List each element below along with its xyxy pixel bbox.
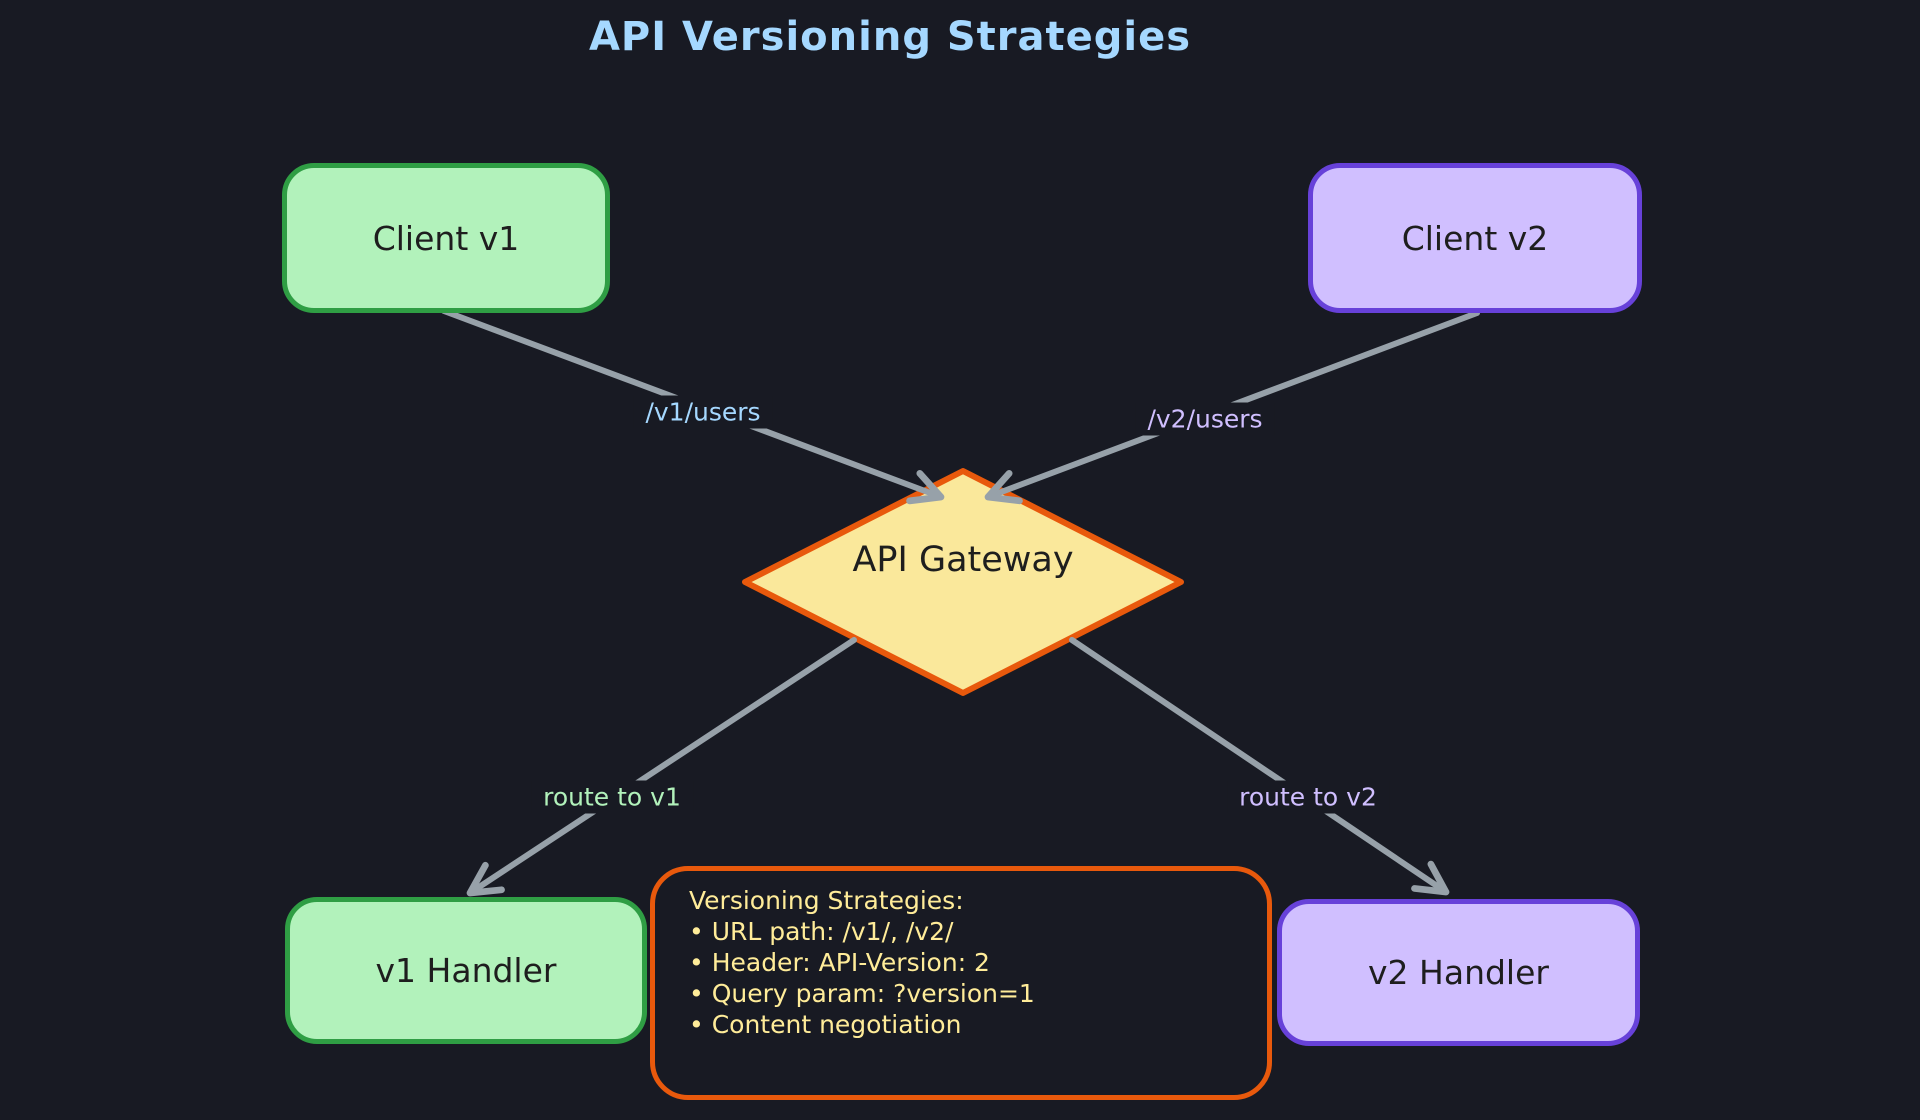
note-bullet-content-negotiation: • Content negotiation	[689, 1010, 962, 1039]
node-client-v1: Client v1	[282, 163, 610, 313]
arrow-gateway-to-v2-handler	[1069, 637, 1450, 896]
edge-label-v1-users: /v1/users	[633, 395, 773, 429]
edge-label-route-to-v2: route to v2	[1227, 780, 1389, 814]
node-client-v2-label: Client v2	[1401, 218, 1549, 258]
note-bullet-header: • Header: API-Version: 2	[689, 948, 990, 977]
note-bullet-url-path: • URL path: /v1/, /v2/	[689, 917, 954, 946]
node-api-gateway-label: API Gateway	[852, 540, 1074, 580]
versioning-strategies-note: Versioning Strategies: • URL path: /v1/,…	[650, 866, 1272, 1100]
node-v2-handler-label: v2 Handler	[1368, 953, 1549, 992]
gateway-diamond	[742, 468, 1184, 696]
note-title: Versioning Strategies:	[689, 886, 964, 915]
arrow-gateway-to-v1-handler	[466, 637, 857, 897]
node-client-v2: Client v2	[1308, 163, 1642, 313]
diagram-title: API Versioning Strategies	[588, 14, 1192, 60]
edge-label-route-to-v1: route to v1	[531, 780, 693, 814]
note-bullet-query-param: • Query param: ?version=1	[689, 979, 1035, 1008]
node-v1-handler-label: v1 Handler	[375, 951, 557, 990]
node-client-v1-label: Client v1	[372, 218, 520, 258]
edge-label-v2-users: /v2/users	[1135, 402, 1275, 436]
node-v2-handler: v2 Handler	[1277, 899, 1640, 1046]
node-v1-handler: v1 Handler	[285, 897, 647, 1044]
